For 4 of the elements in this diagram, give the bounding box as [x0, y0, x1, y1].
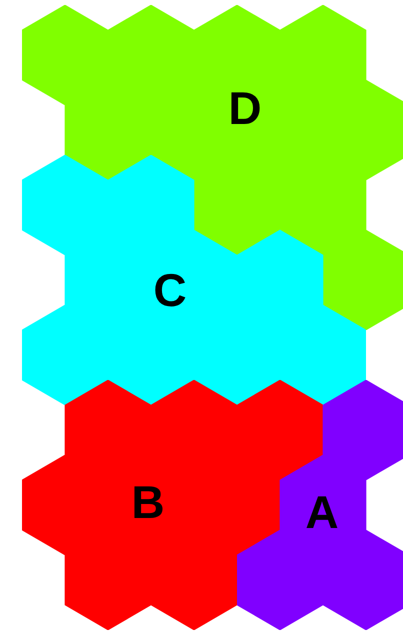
region-label: B — [131, 479, 165, 525]
region-label: A — [305, 489, 339, 535]
region-label: C — [153, 267, 187, 313]
region-label: D — [228, 85, 262, 131]
